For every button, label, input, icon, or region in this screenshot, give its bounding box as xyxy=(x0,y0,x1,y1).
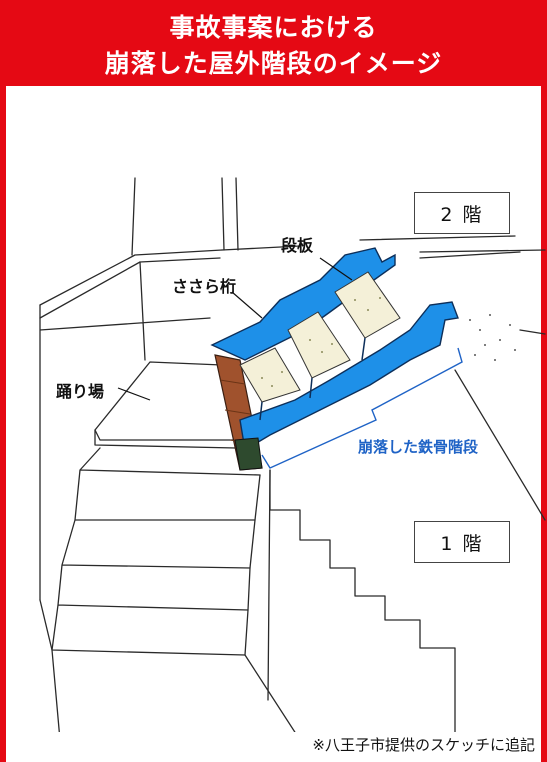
right-wall xyxy=(419,249,546,521)
collapsed-steel-stair xyxy=(210,247,459,471)
landing-pointer xyxy=(117,387,151,401)
lower-stair-steps xyxy=(51,447,261,656)
stepped-wall xyxy=(269,469,456,732)
landing-outline xyxy=(94,361,237,441)
wall-line xyxy=(131,177,239,256)
tread-3 xyxy=(334,271,401,339)
stringer-pointer xyxy=(231,291,263,319)
tread-1 xyxy=(239,347,301,403)
floor-1-label: 1 階 xyxy=(414,521,510,563)
tread-2 xyxy=(287,311,351,379)
stringer-back xyxy=(210,247,396,361)
stringer-front xyxy=(239,301,459,452)
title-line-1: 事故事案における xyxy=(169,13,378,42)
floor-1-text: 1 階 xyxy=(440,532,484,555)
source-note: ※八王子市提供のスケッチに追記 xyxy=(312,736,535,754)
title-line-2: 崩落した屋外階段のイメージ xyxy=(104,49,443,78)
tread-pointer xyxy=(319,257,353,281)
floor-2-text: 2 階 xyxy=(440,203,484,226)
stringer-label: ささら桁 xyxy=(172,277,237,296)
left-wall xyxy=(39,261,211,601)
stair-sketch xyxy=(39,177,546,732)
title-banner: 事故事案における 崩落した屋外階段のイメージ xyxy=(0,0,547,86)
collapsed-stair-label: 崩落した鉄骨階段 xyxy=(358,438,479,456)
tread-label: 段板 xyxy=(281,236,314,255)
collapsed-bracket xyxy=(261,347,463,469)
landing-label: 踊り場 xyxy=(56,382,105,401)
floor-2-label: 2 階 xyxy=(414,192,510,234)
ceiling-line xyxy=(221,235,521,259)
